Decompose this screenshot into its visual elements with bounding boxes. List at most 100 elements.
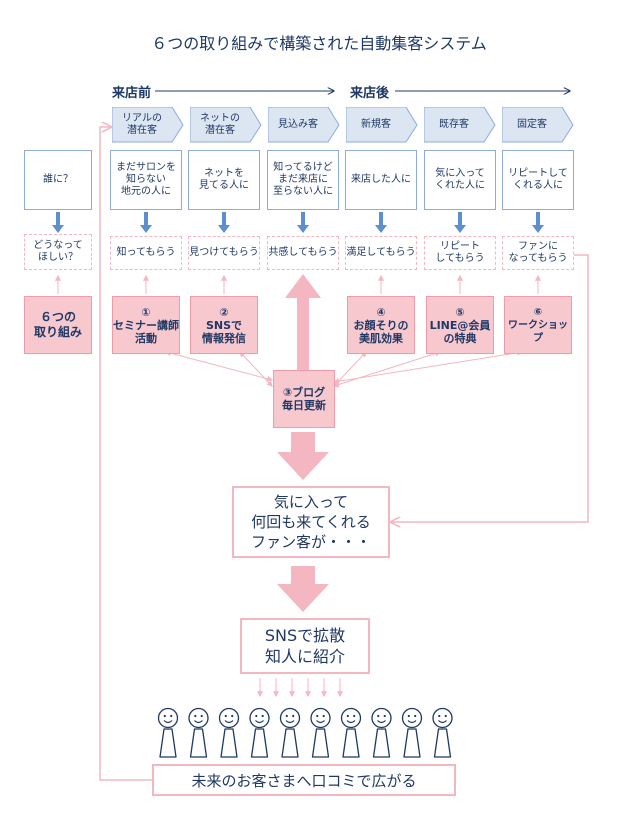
arrow-down-col4-head xyxy=(375,225,387,233)
person-head xyxy=(249,707,270,729)
person-eye xyxy=(414,714,417,718)
who-box-col1: まだサロンを 知らない 地元の人に xyxy=(110,150,182,210)
blog-up-arrow xyxy=(285,274,321,370)
fan-feedback-line xyxy=(392,254,589,522)
person-icon xyxy=(188,707,209,758)
person-body xyxy=(342,728,360,758)
goal-box-col4: 満足してもらう xyxy=(345,236,417,270)
action-box-col1: ① セミナー講師 活動 xyxy=(112,296,180,354)
blog-link-col6 xyxy=(332,349,524,385)
segment-shape xyxy=(268,107,340,143)
action-box-col5: ⑤ LINE@会員 の特典 xyxy=(426,296,494,354)
arrow-down-col4 xyxy=(379,212,383,226)
person-body xyxy=(311,728,330,758)
person-body xyxy=(372,728,391,758)
word-of-mouth-box: 未来のお客さまへ口コミで広がる xyxy=(152,764,456,796)
person-body xyxy=(159,728,177,758)
person-icon xyxy=(249,707,270,758)
row-label-who: 誰に？ xyxy=(24,150,92,210)
person-eye xyxy=(194,714,197,718)
stage-label-before: 来店前 xyxy=(112,86,152,101)
down-arrow-to-sns xyxy=(277,566,329,612)
person-head xyxy=(310,707,331,729)
who-box-col5: 気に入って くれた人に xyxy=(424,150,496,210)
pink-up-arrow-group xyxy=(55,274,541,294)
action-box-col6: ⑥ ワークショップ xyxy=(504,296,572,354)
person-eye xyxy=(407,714,410,718)
person-head xyxy=(401,707,423,729)
person-icon xyxy=(279,707,301,758)
segment-label: ネットの 潜在客 xyxy=(200,113,240,136)
page-title: ６つの取り組みで構築された自動集客システム xyxy=(151,34,487,53)
person-mouth xyxy=(194,720,203,724)
segment-label: 見込み客 xyxy=(278,119,318,130)
blog-link-col1 xyxy=(164,350,274,382)
goal-box-col3: 共感してもらう xyxy=(267,236,339,270)
person-eye xyxy=(322,714,325,718)
arrow-down-col5 xyxy=(458,212,462,226)
blue-arrow-group xyxy=(52,212,544,233)
person-head xyxy=(157,707,179,729)
person-icon xyxy=(432,707,453,758)
person-icon xyxy=(310,707,331,758)
person-icon xyxy=(371,707,392,758)
person-eye xyxy=(444,714,447,718)
person-eye xyxy=(346,714,349,718)
person-eye xyxy=(438,714,441,718)
person-mouth xyxy=(407,720,417,724)
segment-shape xyxy=(112,107,184,143)
person-eye xyxy=(377,714,380,718)
arrow-down-col2 xyxy=(222,212,226,226)
person-mouth xyxy=(438,720,447,724)
arrow-down-col1-head xyxy=(140,225,152,233)
goal-box-col5: リピート してもらう xyxy=(424,236,496,270)
segment-shape xyxy=(190,107,262,143)
arrow-down-col6 xyxy=(536,212,540,226)
segment-col4: 新規客 xyxy=(346,107,418,143)
row-label-goal: どうなって ほしい？ xyxy=(24,234,92,270)
person-eye xyxy=(353,714,356,718)
segment-col2: ネットの 潜在客 xyxy=(190,107,262,143)
segment-label: 固定客 xyxy=(517,119,547,130)
person-eye xyxy=(316,714,319,718)
who-box-col2: ネットを 見てる人に xyxy=(188,150,260,210)
person-eye xyxy=(255,714,258,718)
person-eye xyxy=(285,714,288,718)
action-box-col4: ④ お顔そりの 美肌効果 xyxy=(347,296,415,354)
segment-shape xyxy=(502,107,574,143)
goal-box-col1: 知ってもらう xyxy=(110,236,182,270)
person-body xyxy=(220,728,238,758)
person-eye xyxy=(170,714,173,718)
person-body xyxy=(403,728,421,758)
arrow-down-col2-head xyxy=(218,225,230,233)
person-head xyxy=(188,707,209,729)
person-eye xyxy=(200,714,203,718)
person-mouth xyxy=(163,720,173,724)
arrow-down-col6-head xyxy=(532,225,544,233)
stage-label-after: 来店後 xyxy=(350,86,390,101)
loop-back-line xyxy=(99,127,152,781)
arrow-down-label xyxy=(56,212,60,226)
arrow-down-col1 xyxy=(144,212,148,226)
segment-col3: 見込み客 xyxy=(268,107,340,143)
segment-col6: 固定客 xyxy=(502,107,574,143)
fans-box: 気に入って 何回も来てくれる ファン客が・・・ xyxy=(232,486,390,558)
person-body xyxy=(433,728,452,758)
person-mouth xyxy=(255,720,264,724)
person-eye xyxy=(261,714,264,718)
person-head xyxy=(340,707,362,729)
person-mouth xyxy=(285,720,295,724)
who-box-col6: リピートして くれる人に xyxy=(502,150,574,210)
segment-col1: リアルの 潜在客 xyxy=(112,107,184,143)
person-head xyxy=(432,707,453,729)
blog-box: ③ブログ 毎日更新 xyxy=(273,370,335,428)
person-mouth xyxy=(316,720,325,724)
sns-box: SNSで拡散 知人に紹介 xyxy=(240,618,370,674)
person-icon xyxy=(340,707,362,758)
people-group xyxy=(157,707,453,758)
arrow-down-col5-head xyxy=(454,225,466,233)
who-box-col3: 知ってるけど まだ来店に 至らない人に xyxy=(267,150,339,210)
person-mouth xyxy=(377,720,386,724)
